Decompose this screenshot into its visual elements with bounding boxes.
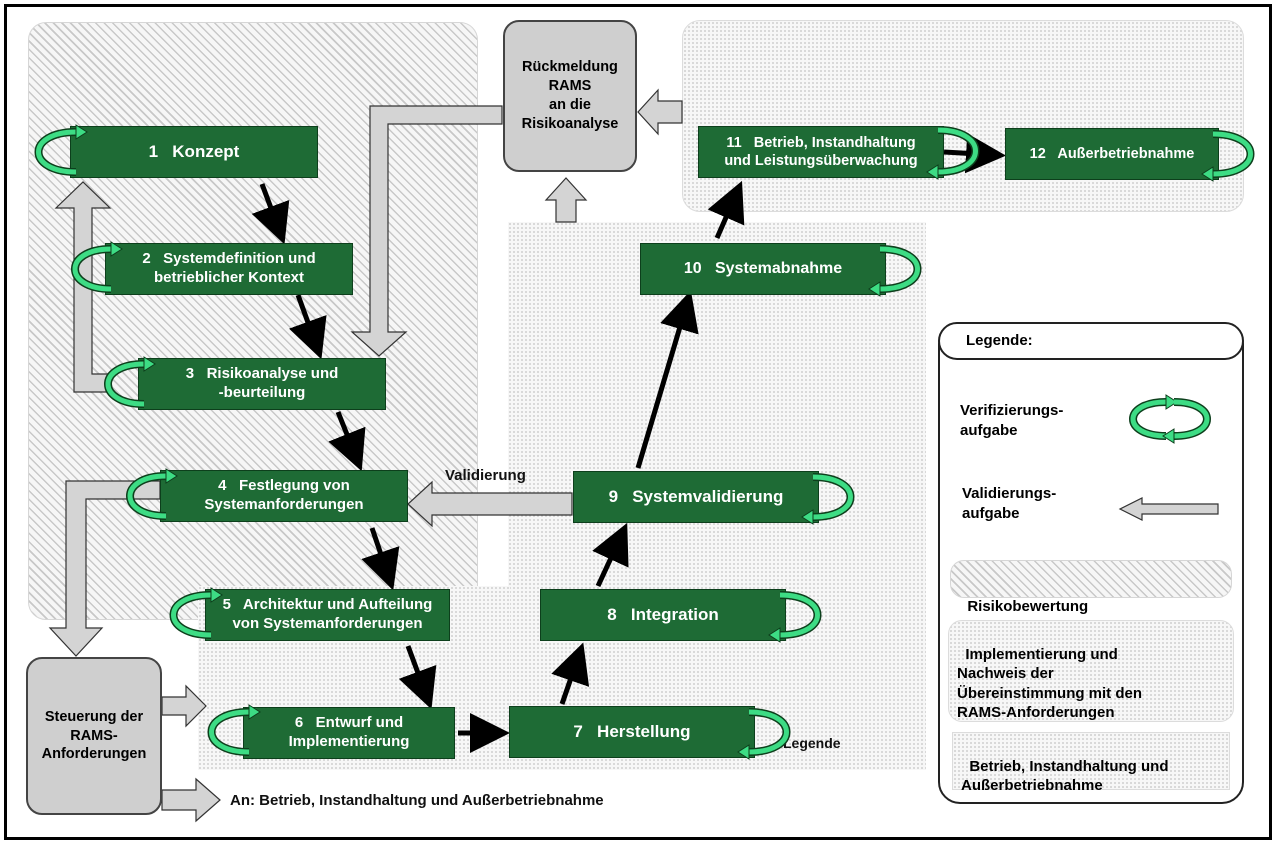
legend-implementation-label: Implementierung und Nachweis der Überein…: [957, 645, 1143, 722]
phase-11-label: 11 Betrieb, Instandhaltung und Leistungs…: [724, 134, 918, 169]
gray-arrow-feedback-to-3: [350, 105, 503, 357]
phase-4-label: 4 Festlegung von Systemanforderungen: [204, 477, 364, 513]
phase-2-system-definition[interactable]: 2 Systemdefinition und betrieblicher Kon…: [105, 243, 353, 295]
stray-legend-label: Legende: [783, 735, 841, 751]
phase-10-label: 10 Systemabnahme: [683, 260, 843, 277]
phase-3-label: 3 Risikoanalyse und -beurteilung: [185, 365, 339, 401]
phase-1-label: 1 Konzept: [148, 142, 240, 162]
operation-region: [682, 20, 1244, 212]
phase-7-label: 7 Herstellung: [573, 722, 691, 742]
phase-3-risk-analysis[interactable]: 3 Risikoanalyse und -beurteilung: [138, 358, 386, 410]
arrow-11-12: [943, 133, 1006, 174]
rams-feedback-box[interactable]: Rückmeldung RAMS an die Risikoanalyse: [503, 20, 637, 172]
phase-7-manufacturing[interactable]: 7 Herstellung: [509, 706, 755, 758]
phase-8-label: 8 Integration: [607, 605, 719, 625]
gray-arrow-control-to-output: [161, 777, 221, 823]
arrow-5-6: [398, 645, 437, 710]
phase-8-integration[interactable]: 8 Integration: [540, 589, 786, 641]
arrow-4-5: [361, 527, 400, 591]
legend-operation-label: Betrieb, Instandhaltung und Außerbetrieb…: [961, 757, 1169, 795]
phase-4-system-requirements[interactable]: 4 Festlegung von Systemanforderungen: [160, 470, 408, 522]
gray-arrow-operation-to-feedback: [637, 88, 683, 136]
phase-11-operation[interactable]: 11 Betrieb, Instandhaltung und Leistungs…: [698, 126, 944, 178]
phase-10-system-acceptance[interactable]: 10 Systemabnahme: [640, 243, 886, 295]
phase-12-decommissioning[interactable]: 12 Außerbetriebnahme: [1005, 128, 1219, 180]
gray-arrow-implementation-to-feedback: [544, 177, 588, 223]
arrow-2-3: [288, 294, 327, 360]
arrow-8-9: [592, 522, 629, 588]
gray-arrow-control-to-implementation: [161, 684, 207, 728]
validation-arrow-9-to-4: [407, 480, 573, 528]
phase-2-label: 2 Systemdefinition und betrieblicher Kon…: [142, 250, 316, 286]
legend-operation-swatch: Betrieb, Instandhaltung und Außerbetrieb…: [952, 732, 1230, 794]
arrow-3-4: [328, 411, 366, 472]
legend-title: Legende:: [938, 322, 1244, 360]
gray-arrow-3-to-1: [54, 181, 112, 393]
phase-6-design-implementation[interactable]: 6 Entwurf und Implementierung: [243, 707, 455, 759]
rams-feedback-label: Rückmeldung RAMS an die Risikoanalyse: [521, 59, 619, 132]
phase-5-label: 5 Architektur und Aufteilung von Systema…: [222, 596, 433, 632]
legend-risk-swatch: Risikobewertung: [950, 560, 1232, 615]
arrow-1-2: [251, 183, 290, 245]
legend-validation-label: Validierungs- aufgabe: [962, 485, 1057, 522]
output-label: An: Betrieb, Instandhaltung und Außerbet…: [230, 792, 604, 809]
gray-arrow-4-to-control: [48, 480, 161, 657]
rams-control-label: Steuerung der RAMS- Anforderungen: [41, 708, 147, 763]
phase-12-label: 12 Außerbetriebnahme: [1029, 145, 1195, 162]
rams-control-box[interactable]: Steuerung der RAMS- Anforderungen: [26, 657, 162, 815]
phase-9-label: 9 Systemvalidierung: [608, 487, 784, 507]
phase-6-label: 6 Entwurf und Implementierung: [288, 714, 410, 750]
legend-risk-label: Risikobewertung: [967, 598, 1089, 615]
legend-implementation-swatch: Implementierung und Nachweis der Überein…: [948, 620, 1234, 722]
phase-1-concept[interactable]: 1 Konzept: [70, 126, 318, 178]
phase-9-system-validation[interactable]: 9 Systemvalidierung: [573, 471, 819, 523]
legend-verification-label: Verifizierungs- aufgabe: [960, 402, 1064, 439]
arrow-7-8: [551, 642, 590, 705]
arrow-10-11: [707, 180, 745, 240]
arrow-9-10: [635, 290, 699, 469]
legend-validation-arrow-icon: [1118, 497, 1219, 521]
phase-5-architecture[interactable]: 5 Architektur und Aufteilung von Systema…: [205, 589, 450, 641]
validation-label: Validierung: [445, 467, 526, 484]
